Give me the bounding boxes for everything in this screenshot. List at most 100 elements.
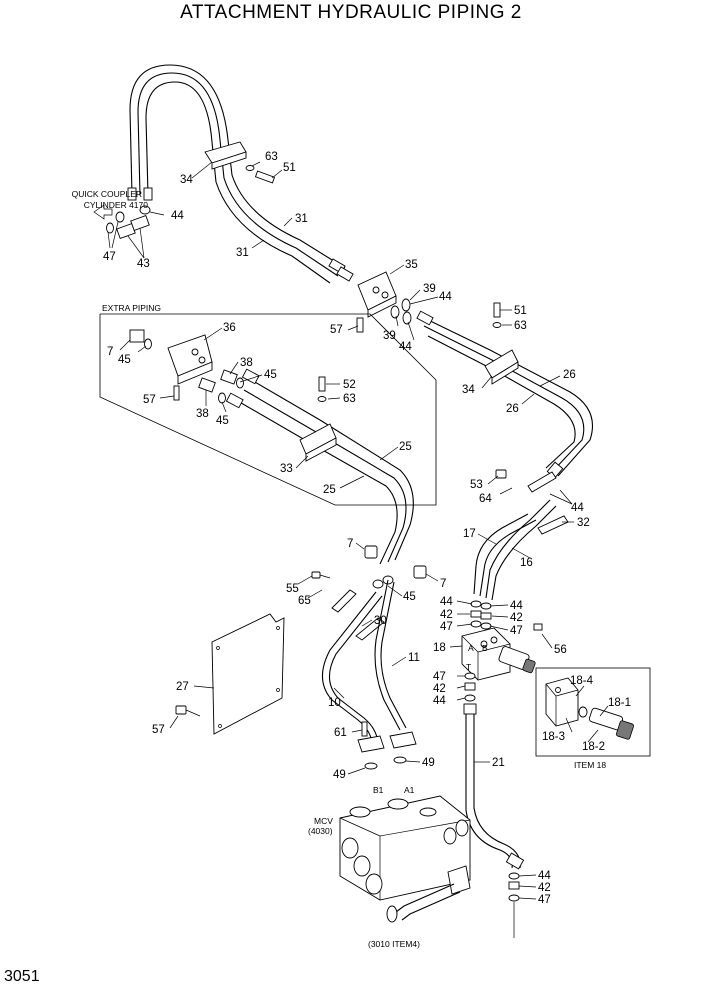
bracket-36 bbox=[129, 329, 213, 401]
callout-27: 27 bbox=[176, 681, 189, 693]
callout-33: 33 bbox=[280, 463, 293, 475]
bracket-35 bbox=[356, 271, 412, 333]
seals-44-42-47-bottom bbox=[508, 872, 520, 938]
callout-64: 64 bbox=[479, 493, 492, 505]
callout-7-right: 7 bbox=[440, 578, 446, 590]
callout-7-extra: 7 bbox=[107, 346, 113, 358]
seals-44-42-47-top bbox=[470, 600, 492, 630]
page-number: 3051 bbox=[4, 968, 40, 985]
port-b1-label: B1 bbox=[373, 785, 384, 795]
mcv-4030 bbox=[339, 795, 471, 923]
clamp-33 bbox=[299, 423, 337, 462]
callout-35: 35 bbox=[405, 259, 418, 271]
callout-44-lower: 44 bbox=[399, 341, 412, 353]
pipes-25 bbox=[225, 368, 414, 565]
callout-45-extra-left: 45 bbox=[118, 354, 131, 366]
callout-32: 32 bbox=[577, 517, 590, 529]
callout-57-upper: 57 bbox=[330, 324, 343, 336]
callout-10: 10 bbox=[328, 697, 341, 709]
callout-36: 36 bbox=[223, 322, 236, 334]
callout-17: 17 bbox=[463, 528, 476, 540]
callout-49-right: 49 bbox=[422, 757, 435, 769]
callout-18-4: 18-4 bbox=[570, 675, 594, 687]
callout-63-right: 63 bbox=[514, 320, 527, 332]
quick-coupler-fittings bbox=[93, 204, 151, 240]
callout-56: 56 bbox=[554, 644, 567, 656]
callout-57-cover: 57 bbox=[152, 724, 165, 736]
pipes-16-17 bbox=[473, 499, 557, 601]
callout-51: 51 bbox=[283, 162, 296, 174]
callout-44-bottom: 44 bbox=[538, 870, 551, 882]
callout-26-lower: 26 bbox=[506, 403, 519, 415]
port-a-label: A bbox=[468, 643, 474, 653]
callout-55: 55 bbox=[286, 583, 299, 595]
callout-44-block-left: 44 bbox=[440, 596, 453, 608]
item18-detail-box bbox=[535, 667, 651, 757]
leader-lines bbox=[107, 161, 609, 900]
bolt-51-top bbox=[245, 165, 276, 184]
callout-21: 21 bbox=[492, 757, 505, 769]
callout-34: 34 bbox=[180, 174, 193, 186]
callout-18-2: 18-2 bbox=[582, 741, 605, 753]
bolt-52 bbox=[317, 376, 327, 402]
callout-47-bottom: 47 bbox=[538, 894, 551, 906]
cover-plate-27 bbox=[175, 613, 285, 735]
callout-47-block-left: 47 bbox=[440, 621, 453, 633]
callout-61: 61 bbox=[334, 727, 347, 739]
callout-18-3: 18-3 bbox=[542, 731, 565, 743]
callout-44-mid: 44 bbox=[433, 695, 446, 707]
callout-53: 53 bbox=[470, 479, 483, 491]
callout-18-1: 18-1 bbox=[608, 697, 631, 709]
callout-18: 18 bbox=[433, 642, 446, 654]
pipes-10-11 bbox=[321, 579, 407, 743]
callout-49-left: 49 bbox=[333, 769, 346, 781]
callout-45-mid: 45 bbox=[403, 591, 416, 603]
callout-25-upper: 25 bbox=[399, 441, 412, 453]
callout-7-left: 7 bbox=[347, 538, 353, 550]
callout-57-extra: 57 bbox=[143, 394, 156, 406]
pipes-26 bbox=[416, 310, 594, 479]
callout-42-mid: 42 bbox=[433, 683, 446, 695]
callout-51-right: 51 bbox=[514, 305, 527, 317]
callout-52: 52 bbox=[343, 379, 356, 391]
port-b-label: B bbox=[482, 643, 488, 653]
callout-45-extra-upper: 45 bbox=[264, 369, 277, 381]
callout-31-upper: 31 bbox=[295, 213, 308, 225]
callout-44: 44 bbox=[171, 210, 184, 222]
clamp-30 bbox=[331, 589, 385, 641]
callout-16: 16 bbox=[520, 557, 533, 569]
callout-30: 30 bbox=[374, 615, 387, 627]
callout-34-right: 34 bbox=[462, 384, 475, 396]
valve-block-18 bbox=[461, 623, 543, 681]
plugs-7 bbox=[364, 545, 427, 589]
note-quick-coupler-2: CYLINDER 4170 bbox=[84, 200, 149, 210]
callout-44-right: 44 bbox=[571, 502, 584, 514]
callout-39-upper: 39 bbox=[423, 283, 436, 295]
bolt-51-right bbox=[492, 302, 502, 328]
callout-25-lower: 25 bbox=[323, 484, 336, 496]
callout-47: 47 bbox=[103, 251, 116, 263]
callout-47-mid: 47 bbox=[433, 671, 446, 683]
fittings-38 bbox=[198, 369, 244, 404]
callout-65: 65 bbox=[298, 595, 311, 607]
callouts: 34 63 51 44 47 43 31 31 35 39 44 57 39 4… bbox=[103, 151, 631, 906]
seals-47-42-44-mid bbox=[464, 672, 476, 702]
callout-63-extra: 63 bbox=[343, 393, 356, 405]
callout-63: 63 bbox=[265, 151, 278, 163]
note-ref-3010: (3010 ITEM4) bbox=[368, 939, 420, 949]
port-a1-label: A1 bbox=[404, 785, 415, 795]
hose-21 bbox=[463, 703, 525, 870]
callout-38-upper: 38 bbox=[240, 357, 253, 369]
callout-44-block-right: 44 bbox=[510, 600, 523, 612]
callout-11: 11 bbox=[408, 652, 420, 664]
note-quick-coupler-1: QUICK COUPLER bbox=[72, 189, 142, 199]
note-mcv-2: (4030) bbox=[308, 826, 333, 836]
clamp-32 bbox=[495, 469, 569, 535]
callout-47-block-right: 47 bbox=[510, 625, 523, 637]
bolt-55 bbox=[311, 571, 331, 579]
port-t-label: T bbox=[466, 662, 471, 672]
callout-26-upper: 26 bbox=[563, 369, 576, 381]
callout-31-lower: 31 bbox=[236, 247, 249, 259]
arch-pipes-31 bbox=[127, 64, 354, 284]
